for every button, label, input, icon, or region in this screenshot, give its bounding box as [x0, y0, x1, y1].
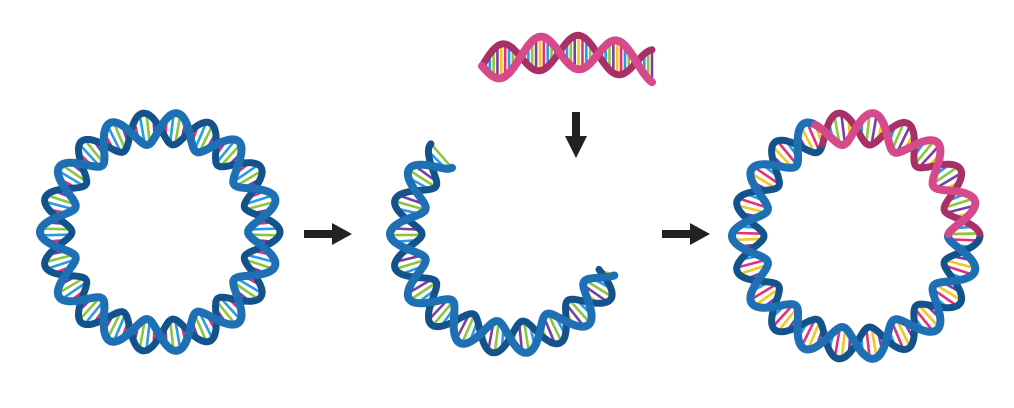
- arrow-shaft: [662, 230, 692, 238]
- base-pair: [917, 303, 941, 329]
- arrow-head: [565, 136, 587, 158]
- base-pair: [106, 311, 122, 340]
- insert-strand-front: [478, 32, 656, 87]
- arrow-right-icon: [304, 223, 352, 245]
- arrow-shaft: [304, 230, 334, 238]
- base-pair: [57, 276, 85, 295]
- base-pair: [219, 143, 242, 168]
- base-pair: [800, 318, 817, 348]
- intact-plasmid: [35, 109, 284, 355]
- arrow-head: [690, 223, 710, 245]
- base-pair: [584, 279, 613, 298]
- base-pair: [431, 300, 455, 327]
- base-pair: [806, 320, 822, 351]
- base-pair: [945, 204, 976, 215]
- base-pair: [245, 200, 276, 211]
- base-pair: [219, 296, 242, 321]
- base-pair: [934, 283, 963, 302]
- cut-plasmid: [385, 140, 619, 357]
- base-pair: [931, 165, 959, 186]
- arrow-down-icon: [565, 112, 587, 158]
- base-pair: [57, 169, 85, 188]
- base-pair: [394, 199, 426, 212]
- base-pair: [460, 314, 476, 345]
- base-pair: [738, 197, 769, 209]
- base-pair: [546, 313, 563, 343]
- insert-strand-back: [478, 31, 656, 79]
- insert-strand-back: [819, 109, 984, 237]
- base-pair: [112, 313, 127, 343]
- base-pair: [215, 299, 237, 326]
- base-pair: [864, 113, 871, 144]
- base-pair: [407, 168, 437, 189]
- base-pair: [805, 122, 821, 152]
- insert-strand-front: [811, 109, 980, 239]
- base-pair: [749, 282, 778, 301]
- base-pair: [60, 163, 88, 183]
- base-pair: [168, 113, 175, 144]
- base-pair: [106, 124, 122, 153]
- plasmid-strand-front: [35, 109, 280, 355]
- plasmid-strand-front: [385, 160, 619, 357]
- base-pair: [409, 281, 438, 302]
- base-pair: [870, 114, 878, 145]
- base-pair: [749, 171, 777, 190]
- base-pair: [870, 327, 878, 358]
- base-pair: [736, 258, 767, 269]
- dna-insert-fragment: [478, 31, 656, 87]
- base-pair: [244, 193, 274, 206]
- base-pair: [493, 321, 501, 353]
- base-pair: [732, 237, 764, 242]
- arrow-right-icon: [662, 223, 710, 245]
- base-pair: [568, 298, 592, 324]
- arrow-shaft: [572, 112, 580, 138]
- base-pair: [895, 318, 912, 348]
- base-pair: [522, 320, 531, 353]
- base-pair: [394, 258, 427, 271]
- arrow-head: [332, 223, 352, 245]
- base-pair: [168, 320, 175, 351]
- base-pair: [429, 142, 453, 169]
- base-pair: [944, 264, 973, 276]
- base-pair: [753, 287, 781, 307]
- base-pair: [917, 144, 941, 169]
- base-pair: [913, 307, 935, 333]
- base-pair: [865, 328, 871, 359]
- base-pair: [173, 319, 182, 350]
- base-pair: [732, 231, 764, 235]
- base-pair: [112, 121, 127, 151]
- base-pair: [839, 113, 847, 145]
- base-pair: [752, 165, 781, 186]
- base-pair: [776, 140, 799, 166]
- base-pair: [913, 139, 936, 166]
- base-pair: [244, 258, 274, 271]
- recombinant-plasmid: [727, 109, 984, 363]
- base-pair: [245, 253, 276, 264]
- plasmid-strand-front: [727, 118, 980, 363]
- base-pair: [215, 138, 237, 165]
- base-pair: [943, 197, 975, 210]
- base-pair: [40, 227, 72, 231]
- base-pair: [944, 258, 976, 270]
- base-pair: [40, 233, 72, 237]
- base-pair: [173, 114, 182, 145]
- base-pair: [60, 281, 88, 301]
- base-pair: [948, 232, 980, 236]
